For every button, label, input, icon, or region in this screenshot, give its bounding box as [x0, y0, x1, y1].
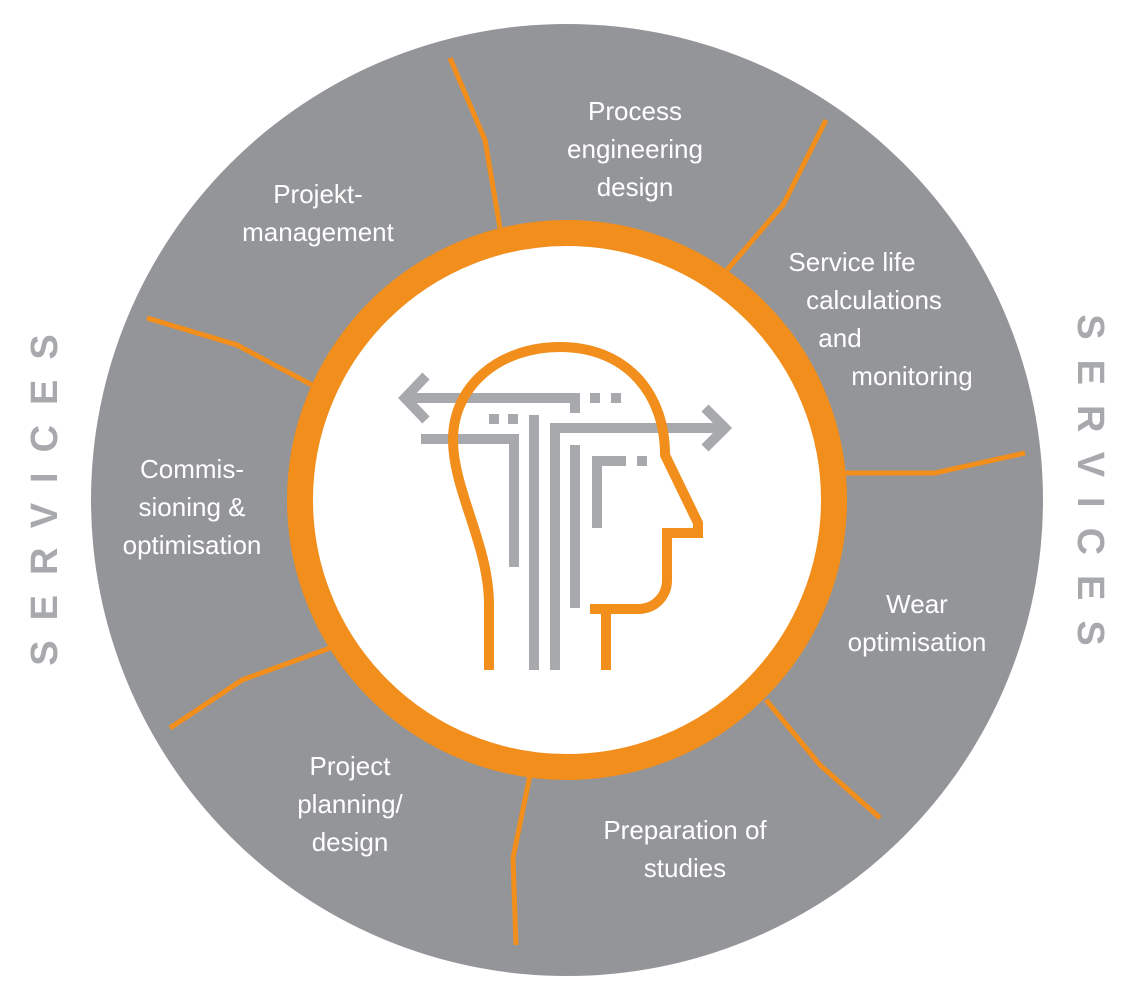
- segment-label: Project: [310, 751, 392, 781]
- segment-wear-optimisation: Wear optimisation: [848, 589, 987, 657]
- services-label-right: SERVICES: [1069, 314, 1111, 665]
- segment-label: design: [597, 172, 674, 202]
- divider-line: [168, 645, 331, 731]
- segment-label: design: [312, 827, 389, 857]
- segment-label: and: [818, 323, 861, 353]
- head-with-arrows-icon: [398, 341, 733, 670]
- segment-label: optimisation: [848, 627, 987, 657]
- segment-label: calculations: [806, 285, 942, 315]
- segment-label: Wear: [886, 589, 948, 619]
- divider-line: [840, 450, 1026, 476]
- center-ring: [287, 220, 847, 780]
- divider-lines: [146, 57, 1026, 946]
- segment-label: engineering: [567, 134, 703, 164]
- divider-line: [510, 774, 533, 946]
- segment-label: Service life: [788, 247, 915, 277]
- segment-label: planning/: [297, 789, 403, 819]
- divider-line: [447, 57, 503, 229]
- segment-label: Process: [588, 96, 682, 126]
- segment-label: studies: [644, 853, 726, 883]
- divider-line: [725, 118, 829, 272]
- segment-label: Commis-: [140, 454, 244, 484]
- segment-process-engineering: Process engineering design: [567, 96, 703, 202]
- divider-line: [764, 698, 882, 820]
- segment-project-management: Projekt- management: [242, 179, 395, 247]
- segment-commissioning: Commis- sioning & optimisation: [123, 454, 262, 560]
- segment-preparation-of-studies: Preparation of studies: [603, 815, 767, 883]
- segment-label: monitoring: [851, 361, 972, 391]
- segment-service-life: Service life calculations and monitoring: [788, 247, 972, 391]
- segment-label: sioning &: [139, 492, 246, 522]
- segment-label: management: [242, 217, 395, 247]
- segment-label: Preparation of: [603, 815, 767, 845]
- services-label-left: SERVICES: [24, 314, 66, 665]
- segment-label: optimisation: [123, 530, 262, 560]
- divider-line: [146, 315, 314, 388]
- segment-project-planning: Project planning/ design: [297, 751, 403, 857]
- segment-label: Projekt-: [273, 179, 363, 209]
